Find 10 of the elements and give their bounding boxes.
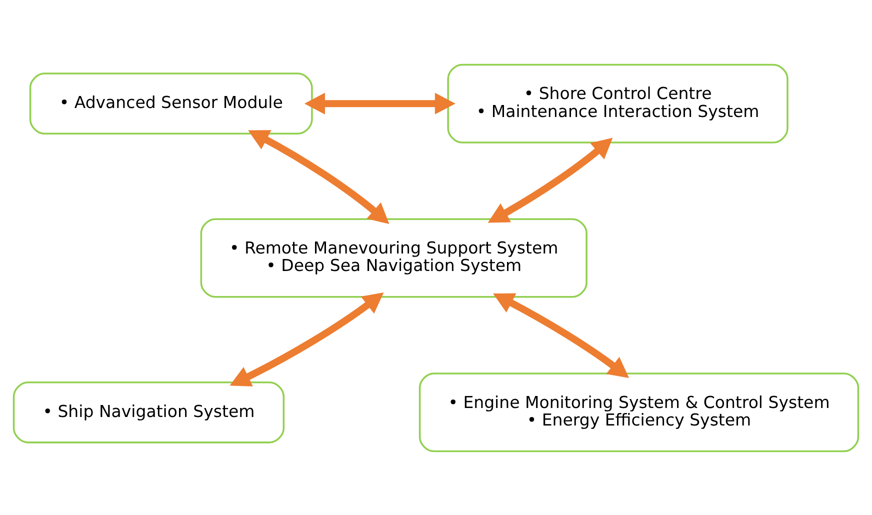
- arrow: [488, 137, 613, 222]
- node-box: • Remote Manevouring Support System • Deep Sea Navigation System: [200, 218, 588, 298]
- node-box: • Shore Control Centre • Maintenance Interaction System: [447, 63, 788, 143]
- node-box: • Engine Monitoring System & Control System • Energy Efficiency System: [418, 372, 860, 452]
- node-box: • Advanced Sensor Module: [29, 72, 313, 134]
- arrow: [230, 292, 384, 386]
- arrow: [304, 92, 456, 114]
- arrow: [248, 130, 390, 224]
- arrow: [493, 292, 630, 378]
- node-box: • Ship Navigation System: [12, 380, 285, 443]
